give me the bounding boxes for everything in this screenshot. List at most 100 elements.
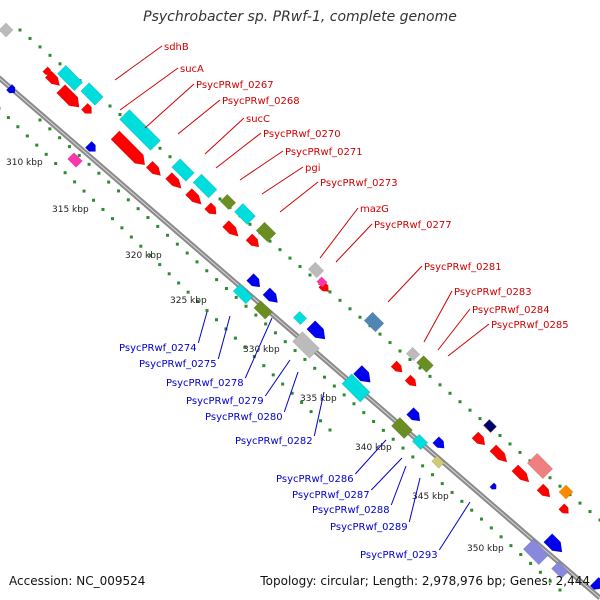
cog-block: [219, 193, 237, 211]
tick-mark: [281, 382, 285, 386]
tick-mark: [298, 265, 302, 269]
tick-mark: [470, 508, 474, 512]
cds-reverse: [306, 320, 326, 340]
tick-mark: [450, 490, 454, 494]
cog-block-reverse: [253, 300, 273, 320]
tick-mark: [120, 226, 124, 230]
cog-block: [192, 173, 218, 199]
gene-label-forward: PsycPRwf_0271: [285, 147, 363, 158]
tick-mark: [529, 561, 533, 565]
tick-mark: [110, 217, 114, 221]
tick-mark: [214, 318, 218, 322]
gene-label-forward: PsycPRwf_0270: [263, 129, 341, 140]
label-leader-line-reverse: [390, 465, 407, 506]
label-leader-line: [447, 323, 490, 357]
gene-label-reverse: PsycPRwf_0274: [119, 343, 197, 354]
tick-mark: [148, 253, 152, 257]
tick-mark: [63, 171, 67, 175]
tick-mark: [418, 366, 422, 370]
label-leader-line-reverse: [354, 439, 387, 475]
label-leader-line-reverse: [313, 391, 325, 437]
tick-mark: [175, 242, 179, 246]
tick-mark: [499, 535, 503, 539]
label-leader-line: [177, 99, 221, 135]
tick-mark: [348, 307, 352, 311]
scale-label: 335 kbp: [300, 394, 337, 404]
tick-mark: [558, 484, 562, 488]
cds-forward: [145, 160, 161, 176]
cds-forward: [390, 360, 403, 373]
cds-forward: [471, 431, 486, 446]
tick-mark: [438, 383, 442, 387]
tick-mark: [401, 446, 405, 450]
label-leader-line-reverse: [244, 317, 273, 379]
tick-mark: [234, 295, 238, 299]
cog-block: [363, 311, 385, 333]
tick-mark: [323, 375, 327, 379]
tick-mark: [158, 146, 162, 150]
cog-block-reverse: [431, 455, 445, 469]
genome-summary: Topology: circular; Length: 2,978,976 bp…: [260, 574, 590, 588]
tick-mark: [139, 244, 143, 248]
tick-mark: [509, 544, 513, 548]
label-leader-line-reverse: [264, 359, 291, 397]
tick-mark: [35, 143, 39, 147]
label-leader-line-reverse: [438, 501, 471, 551]
tick-mark: [338, 298, 342, 302]
tick-mark: [271, 373, 275, 377]
cog-block-reverse: [292, 331, 320, 359]
tick-mark: [519, 553, 523, 557]
tick-mark: [82, 189, 86, 193]
cog-block-reverse: [67, 152, 83, 168]
cog-block: [171, 158, 195, 182]
tick-mark: [215, 278, 219, 282]
tick-mark: [578, 501, 582, 505]
cog-block: [416, 355, 434, 373]
label-leader-line: [239, 150, 284, 181]
tick-mark: [136, 207, 140, 211]
tick-mark: [598, 518, 600, 522]
scale-label: 310 kbp: [6, 158, 43, 168]
tick-mark: [195, 260, 199, 264]
tick-mark: [430, 473, 434, 477]
tick-mark: [328, 428, 332, 432]
gene-label-forward: PsycPRwf_0268: [222, 96, 300, 107]
gene-label-forward: PsycPRwf_0285: [491, 320, 569, 331]
tick-mark: [248, 222, 252, 226]
tick-mark: [411, 455, 415, 459]
scale-label: 320 kbp: [125, 251, 162, 261]
cds-forward: [536, 483, 551, 498]
cds-reverse: [543, 533, 563, 553]
tick-mark: [308, 273, 312, 277]
tick-mark: [362, 411, 366, 415]
cds-forward: [558, 503, 569, 514]
tick-mark: [319, 419, 323, 423]
tick-mark: [205, 309, 209, 313]
gene-label-reverse: PsycPRwf_0279: [186, 396, 264, 407]
tick-mark: [77, 153, 81, 157]
tick-mark: [48, 127, 52, 131]
gene-label-reverse: PsycPRwf_0278: [166, 378, 244, 389]
tick-mark: [538, 570, 542, 574]
tick-mark: [408, 357, 412, 361]
tick-mark: [328, 290, 332, 294]
tick-mark: [352, 402, 356, 406]
tick-mark: [156, 224, 160, 228]
cog-block-reverse: [411, 433, 429, 451]
label-leader-line-reverse: [408, 477, 421, 523]
label-leader-line: [335, 223, 373, 263]
cds-forward: [204, 202, 217, 215]
cds-reverse: [84, 140, 96, 152]
gene-label-reverse: PsycPRwf_0280: [205, 412, 283, 423]
gene-label-reverse: PsycPRwf_0289: [330, 522, 408, 533]
gene-label-reverse: PsycPRwf_0287: [292, 490, 370, 501]
tick-mark: [273, 331, 277, 335]
label-leader-line: [423, 290, 453, 343]
cog-block-reverse: [341, 373, 371, 403]
cds-forward: [489, 444, 508, 463]
cds-forward: [511, 464, 530, 483]
gene-label-forward: PsycPRwf_0273: [320, 178, 398, 189]
cog-block: [405, 346, 421, 362]
tick-mark: [448, 391, 452, 395]
cds-reverse: [246, 273, 261, 288]
